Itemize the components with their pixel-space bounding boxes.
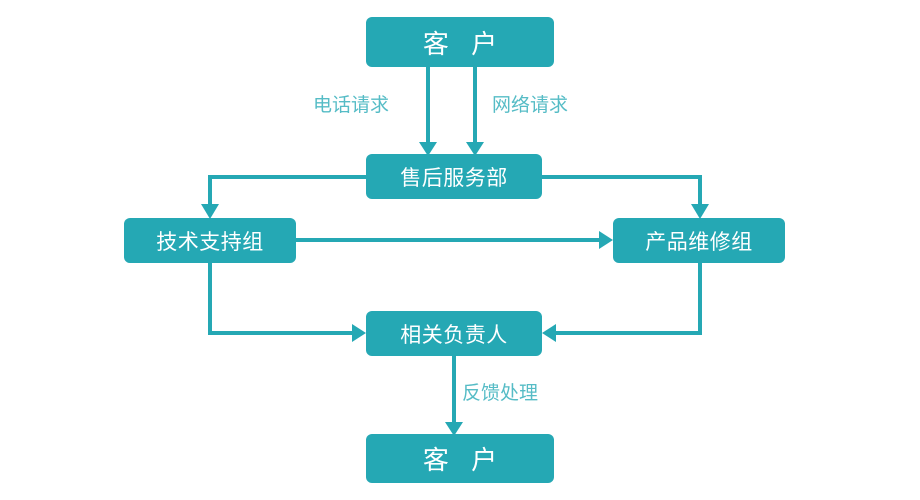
node-customer-top-label: 客 户 xyxy=(422,29,505,60)
node-relevant-owner[interactable]: 相关负责人 xyxy=(366,311,542,356)
edge-tech-support-to-product-repair xyxy=(296,231,613,249)
edge-customer-to-service-network xyxy=(466,67,484,156)
node-technical-support-group[interactable]: 技术支持组 xyxy=(124,218,296,263)
edge-customer-to-service-phone xyxy=(419,67,437,156)
node-customer-bottom[interactable]: 客 户 xyxy=(366,434,554,483)
node-relevant-owner-label: 相关负责人 xyxy=(400,322,508,347)
node-product-repair-group[interactable]: 产品维修组 xyxy=(613,218,785,263)
edge-label-network-request: 网络请求 xyxy=(492,94,569,116)
edge-service-to-product-repair xyxy=(542,175,709,219)
node-customer-bottom-label: 客 户 xyxy=(422,446,505,476)
node-customer-top[interactable]: 客 户 xyxy=(366,17,554,67)
node-service-department[interactable]: 售后服务部 xyxy=(366,154,542,199)
edge-tech-support-to-owner xyxy=(208,263,366,342)
node-technical-support-group-label: 技术支持组 xyxy=(156,229,264,254)
edge-owner-to-customer-feedback xyxy=(445,356,463,436)
node-service-department-label: 售后服务部 xyxy=(400,165,508,190)
edge-label-phone-request: 电话请求 xyxy=(313,94,390,116)
edge-service-to-tech-support xyxy=(201,175,366,219)
edge-product-repair-to-owner xyxy=(542,263,702,342)
edge-label-feedback-handling: 反馈处理 xyxy=(462,382,539,404)
node-product-repair-group-label: 产品维修组 xyxy=(645,229,753,254)
